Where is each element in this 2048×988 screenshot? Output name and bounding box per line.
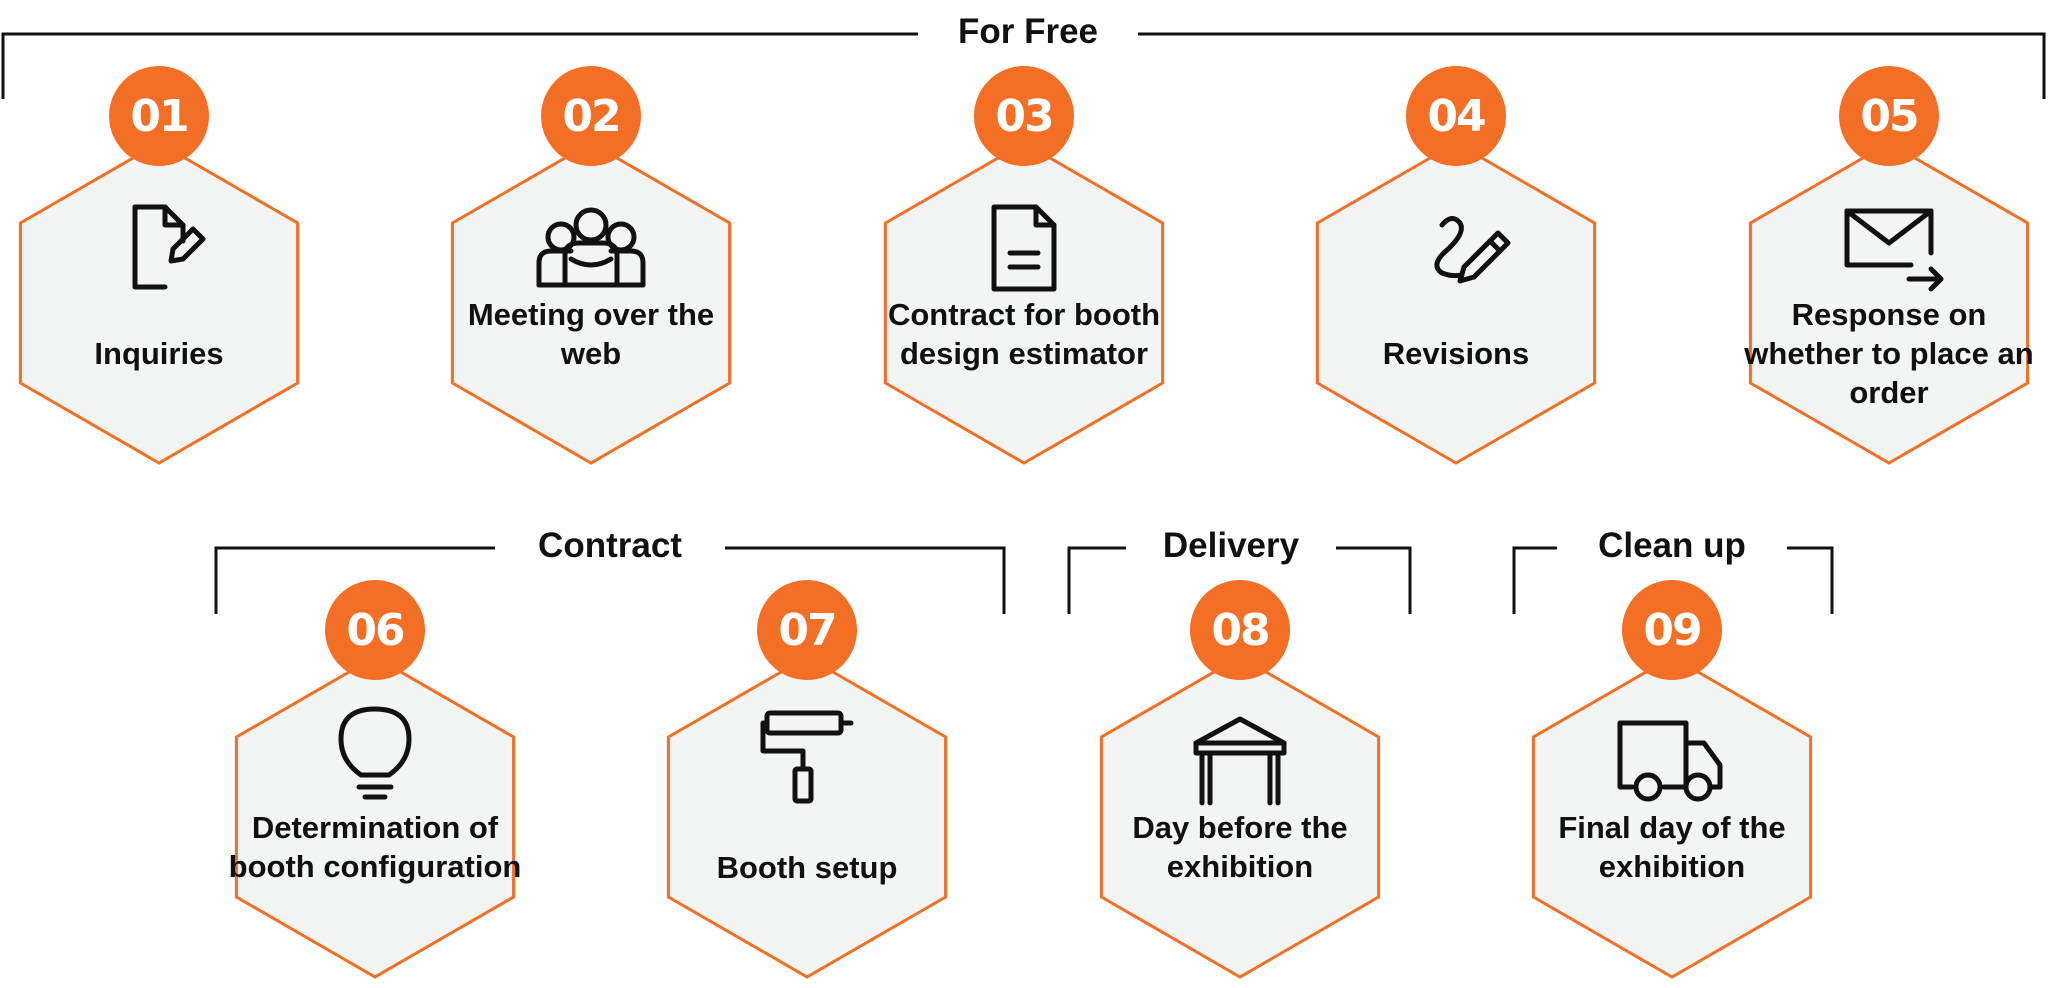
step-label-08: Day before the exhibition [1132,810,1348,884]
hexagon-layer [18,141,2030,979]
step-hexagon-09 [1531,655,1813,979]
step-hexagon-08 [1099,655,1381,979]
step-label-01: Inquiries [94,336,224,371]
truck-icon [1617,720,1723,802]
group-label-clean-up: Clean up [1557,526,1787,566]
step-hexagon-04 [1315,141,1597,465]
step-label-06: Determination of booth configuration [228,810,522,884]
step-label-07: Booth setup [716,850,898,885]
step-badge-06: 06 [325,580,425,680]
group-label-delivery: Delivery [1126,526,1336,566]
paint-roller-icon [760,710,854,804]
step-badge-02: 02 [541,66,641,166]
step-badge-09: 09 [1622,580,1722,680]
step-badge-03: 03 [974,66,1074,166]
step-hexagon-06 [234,655,516,979]
step-badge-05: 05 [1839,66,1939,166]
people-group-icon [536,207,646,288]
step-badge-07: 07 [757,580,857,680]
step-label-09: Final day of the exhibition [1558,810,1786,884]
step-label-05: Response on whether to place an order [1744,297,2034,410]
document-edit-icon [132,204,206,290]
tent-icon [1193,716,1287,806]
step-hexagon-02 [450,141,732,465]
group-label-contract: Contract [495,526,725,566]
step-hexagon-01 [18,141,300,465]
group-label-for-free: For Free [918,12,1138,52]
lightbulb-icon [338,706,412,800]
step-badge-01: 01 [109,66,209,166]
step-label-04: Revisions [1382,336,1530,371]
pencil-icon [1434,216,1511,284]
icon-layer [132,204,1944,806]
step-label-03: Contract for booth design estimator [887,297,1161,371]
step-hexagon-07 [666,655,948,979]
mail-send-icon [1844,208,1944,292]
step-label-02: Meeting over the web [467,297,715,371]
step-hexagon-05 [1748,141,2030,465]
step-hexagon-03 [883,141,1165,465]
document-icon [991,204,1057,292]
step-badge-04: 04 [1406,66,1506,166]
step-badge-08: 08 [1190,580,1290,680]
